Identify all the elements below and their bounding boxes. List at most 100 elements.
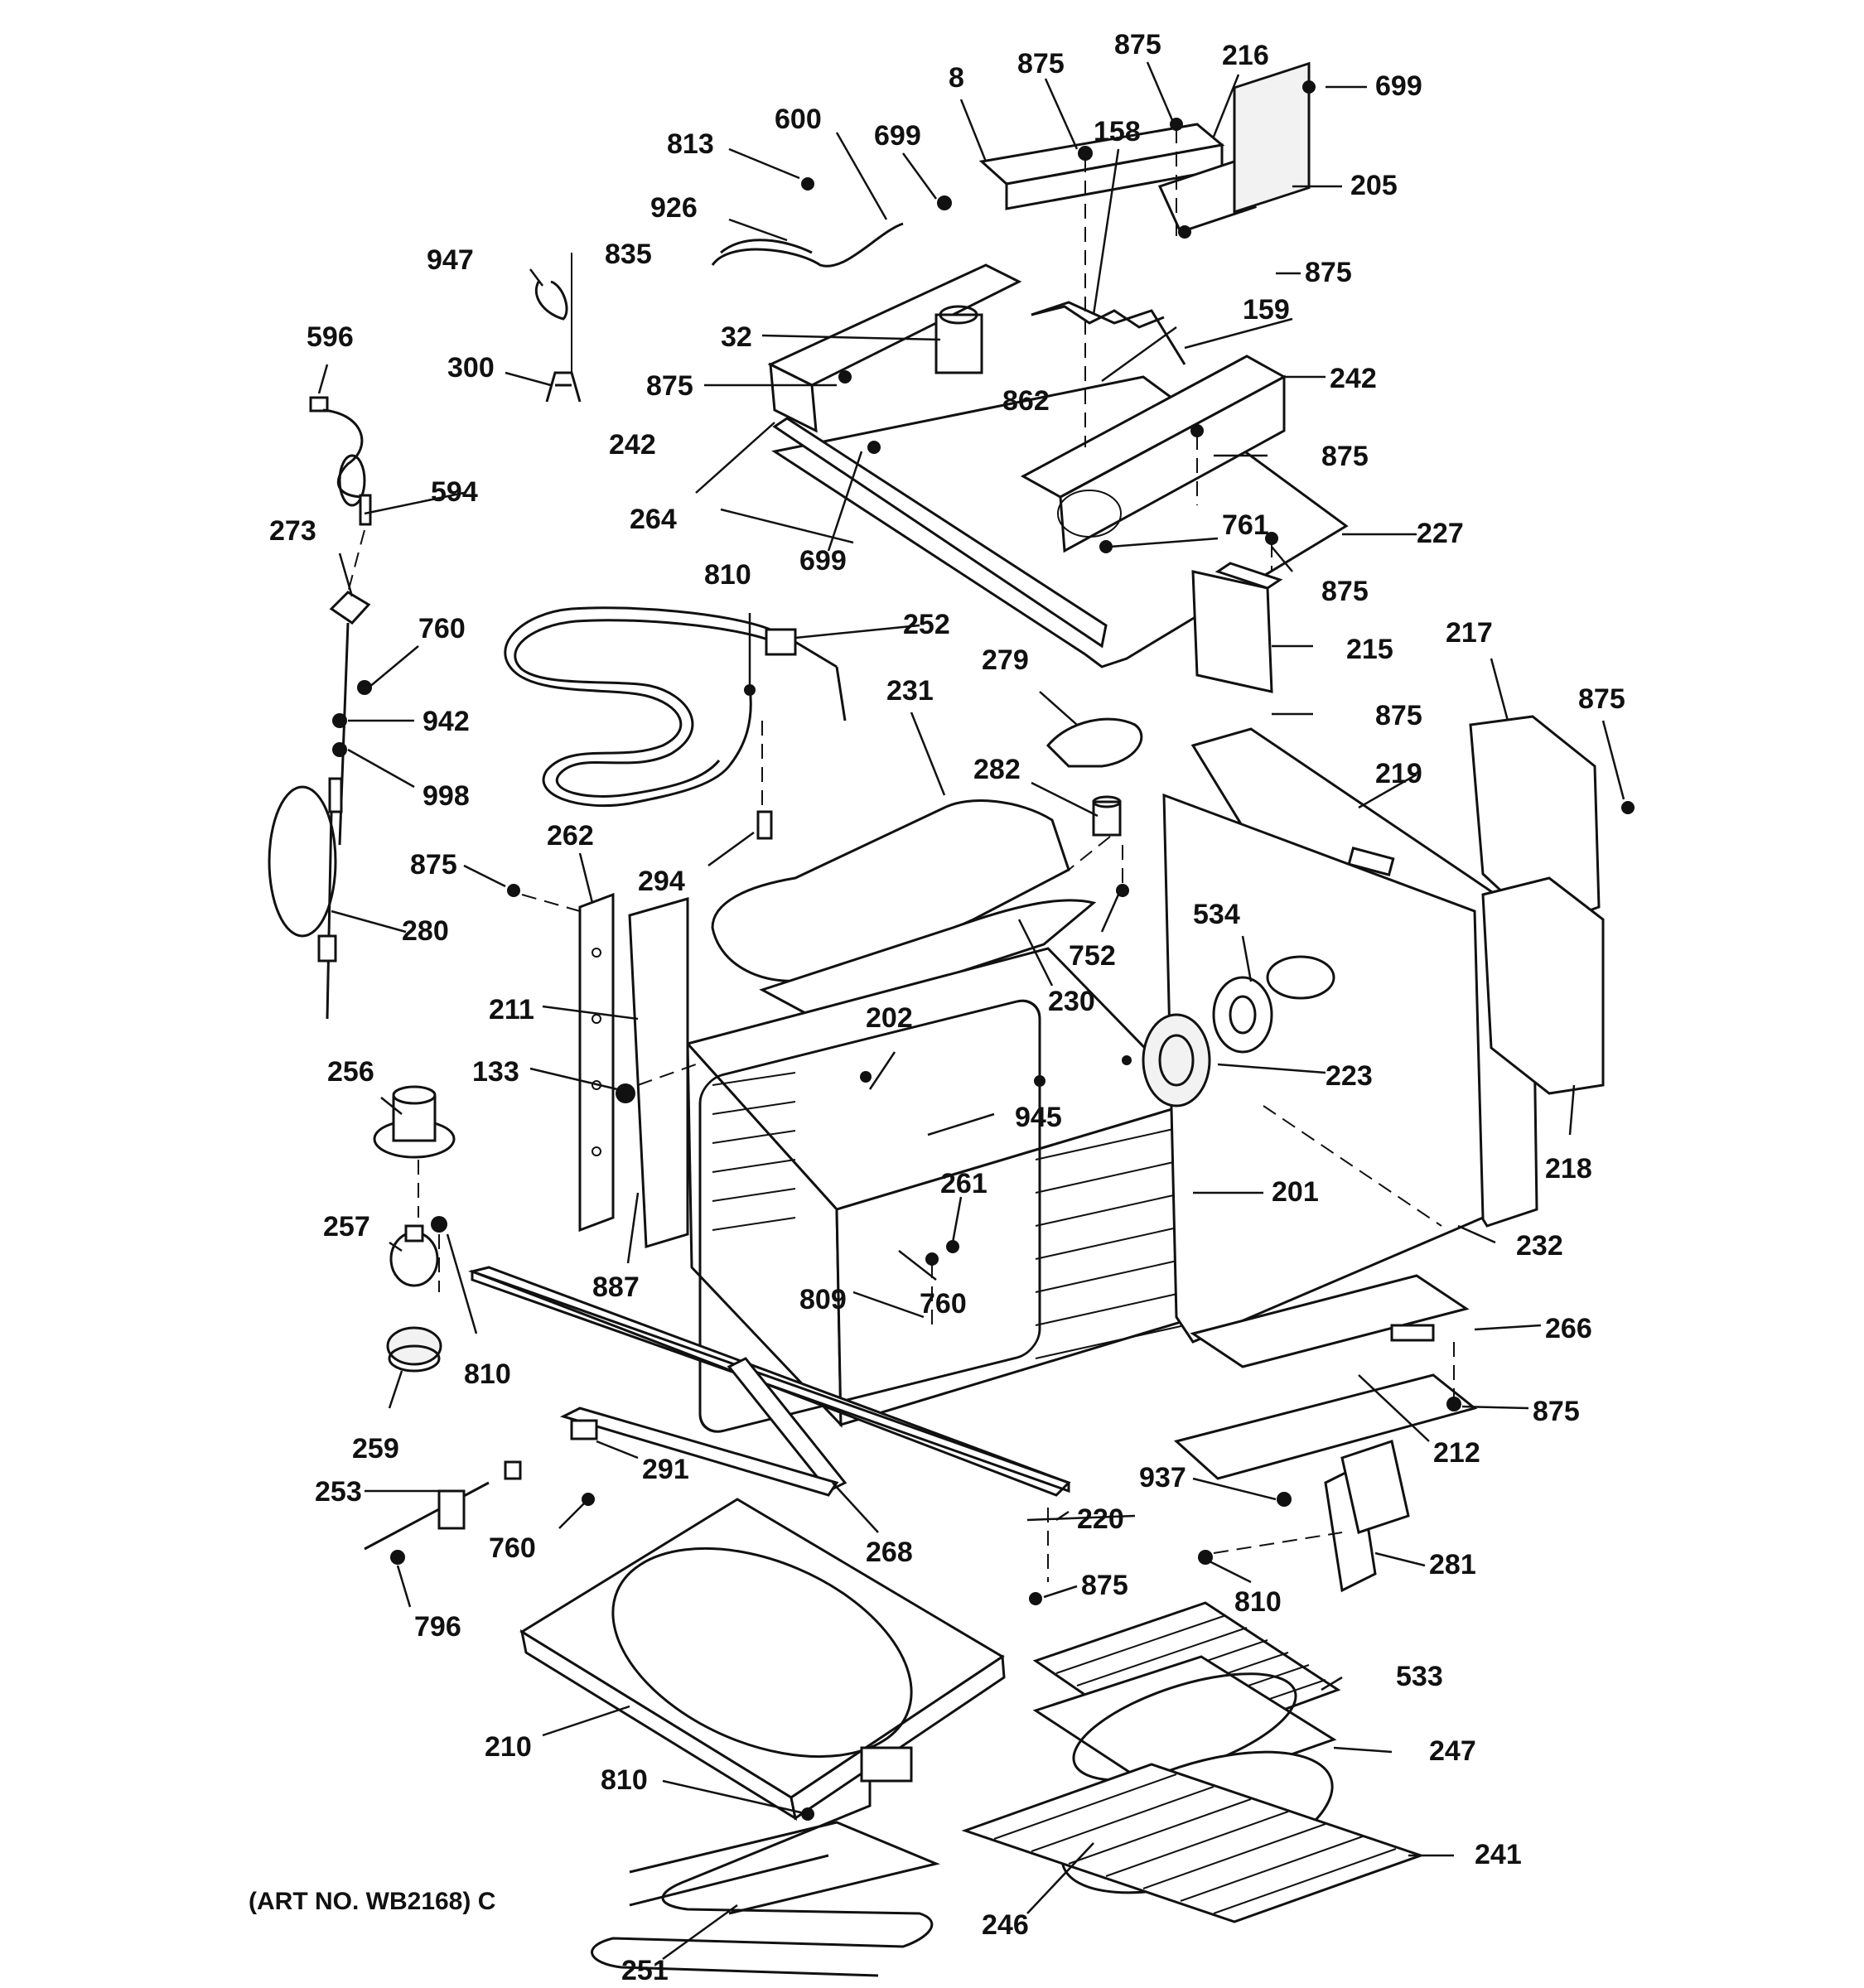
callout-217: 217 — [1446, 617, 1493, 649]
callout-264: 264 — [630, 504, 677, 535]
callout-220: 220 — [1077, 1503, 1124, 1535]
callout-251: 251 — [621, 1955, 669, 1986]
callout-875: 875 — [646, 370, 693, 402]
callout-159: 159 — [1243, 294, 1290, 326]
callout-813: 813 — [667, 128, 714, 160]
callout-533: 533 — [1396, 1661, 1443, 1692]
callout-256: 256 — [327, 1056, 374, 1088]
callout-211: 211 — [489, 994, 534, 1025]
callout-labels: 8 875 875 216 699 600 699 813 158 205 92… — [249, 29, 1625, 1986]
misc-hardware — [364, 1440, 1410, 1593]
callout-294: 294 — [638, 866, 685, 897]
callout-752: 752 — [1069, 940, 1116, 972]
broil-element — [504, 606, 847, 840]
leader-lines — [317, 61, 1625, 1961]
callout-875: 875 — [1375, 700, 1422, 731]
callout-210: 210 — [485, 1731, 532, 1763]
callout-875: 875 — [1321, 441, 1369, 472]
callout-32: 32 — [721, 321, 752, 353]
oven-floor-panel — [519, 1498, 1006, 1822]
right-side-panels — [1469, 715, 1635, 1095]
callout-247: 247 — [1429, 1735, 1476, 1767]
callout-699: 699 — [799, 545, 847, 577]
bottom-trim-and-floor — [468, 1252, 1071, 1605]
callout-875: 875 — [1114, 29, 1161, 60]
callout-761: 761 — [1222, 509, 1269, 541]
callout-760: 760 — [920, 1288, 967, 1320]
callout-216: 216 — [1222, 40, 1269, 71]
callout-875: 875 — [1533, 1396, 1580, 1427]
callout-810: 810 — [464, 1358, 511, 1390]
callout-266: 266 — [1545, 1313, 1592, 1344]
art-number: (ART NO. WB2168) C — [249, 1888, 495, 1915]
callout-887: 887 — [592, 1271, 640, 1303]
callout-809: 809 — [799, 1284, 847, 1315]
callout-279: 279 — [982, 644, 1029, 676]
callout-227: 227 — [1417, 518, 1464, 549]
callout-273: 273 — [269, 515, 316, 547]
callout-699: 699 — [874, 120, 921, 152]
callout-810: 810 — [1234, 1586, 1282, 1618]
bracket-215 — [1191, 570, 1273, 693]
callout-218: 218 — [1545, 1153, 1592, 1185]
callout-133: 133 — [472, 1056, 519, 1088]
callout-219: 219 — [1375, 758, 1422, 789]
callout-835: 835 — [605, 239, 652, 270]
callout-205: 205 — [1350, 170, 1398, 201]
callout-796: 796 — [414, 1611, 461, 1643]
callout-947: 947 — [427, 244, 474, 276]
callout-875: 875 — [1321, 576, 1369, 607]
callout-875: 875 — [1578, 683, 1625, 715]
callout-280: 280 — [402, 915, 449, 947]
oven-cavity — [685, 717, 1200, 1433]
callout-201: 201 — [1272, 1176, 1319, 1208]
callout-875: 875 — [1081, 1570, 1128, 1601]
oven-racks — [961, 1601, 1425, 1923]
callout-760: 760 — [418, 613, 466, 644]
callout-242: 242 — [1330, 363, 1377, 394]
callout-596: 596 — [307, 321, 354, 353]
callout-223: 223 — [1326, 1060, 1373, 1092]
callout-212: 212 — [1433, 1437, 1480, 1469]
callout-300: 300 — [447, 352, 495, 384]
callout-937: 937 — [1139, 1462, 1186, 1493]
callout-600: 600 — [775, 104, 822, 135]
callout-242: 242 — [609, 429, 656, 461]
callout-998: 998 — [423, 780, 470, 812]
callout-875: 875 — [1305, 257, 1352, 288]
callout-594: 594 — [431, 476, 478, 508]
callout-875: 875 — [1017, 48, 1065, 80]
callout-246: 246 — [982, 1909, 1029, 1941]
callout-259: 259 — [352, 1433, 399, 1464]
callout-810: 810 — [601, 1764, 648, 1796]
callout-862: 862 — [1002, 385, 1050, 417]
rear-panel — [1122, 727, 1538, 1344]
callout-252: 252 — [903, 609, 950, 640]
callout-257: 257 — [323, 1211, 370, 1242]
callout-926: 926 — [650, 192, 698, 224]
left-hardware-column — [268, 253, 582, 1373]
callout-291: 291 — [642, 1454, 689, 1485]
left-side-trim — [507, 884, 697, 1248]
callout-699: 699 — [1375, 70, 1422, 102]
callout-8: 8 — [949, 62, 964, 94]
callout-202: 202 — [866, 1002, 913, 1034]
bracket-215-flange — [1214, 562, 1283, 590]
bottom-brackets — [1173, 1274, 1478, 1480]
bake-element — [591, 1746, 940, 1977]
callout-760: 760 — [489, 1532, 536, 1564]
callout-230: 230 — [1048, 986, 1095, 1017]
callout-232: 232 — [1516, 1230, 1563, 1262]
callout-231: 231 — [886, 675, 934, 707]
callout-261: 261 — [940, 1168, 988, 1199]
callout-534: 534 — [1193, 899, 1240, 930]
callout-281: 281 — [1429, 1549, 1476, 1580]
callout-945: 945 — [1015, 1102, 1062, 1133]
callout-253: 253 — [315, 1476, 362, 1508]
callout-262: 262 — [547, 820, 594, 852]
callout-158: 158 — [1094, 116, 1141, 147]
callout-215: 215 — [1346, 634, 1393, 665]
callout-241: 241 — [1475, 1839, 1522, 1870]
callout-810: 810 — [704, 559, 751, 591]
